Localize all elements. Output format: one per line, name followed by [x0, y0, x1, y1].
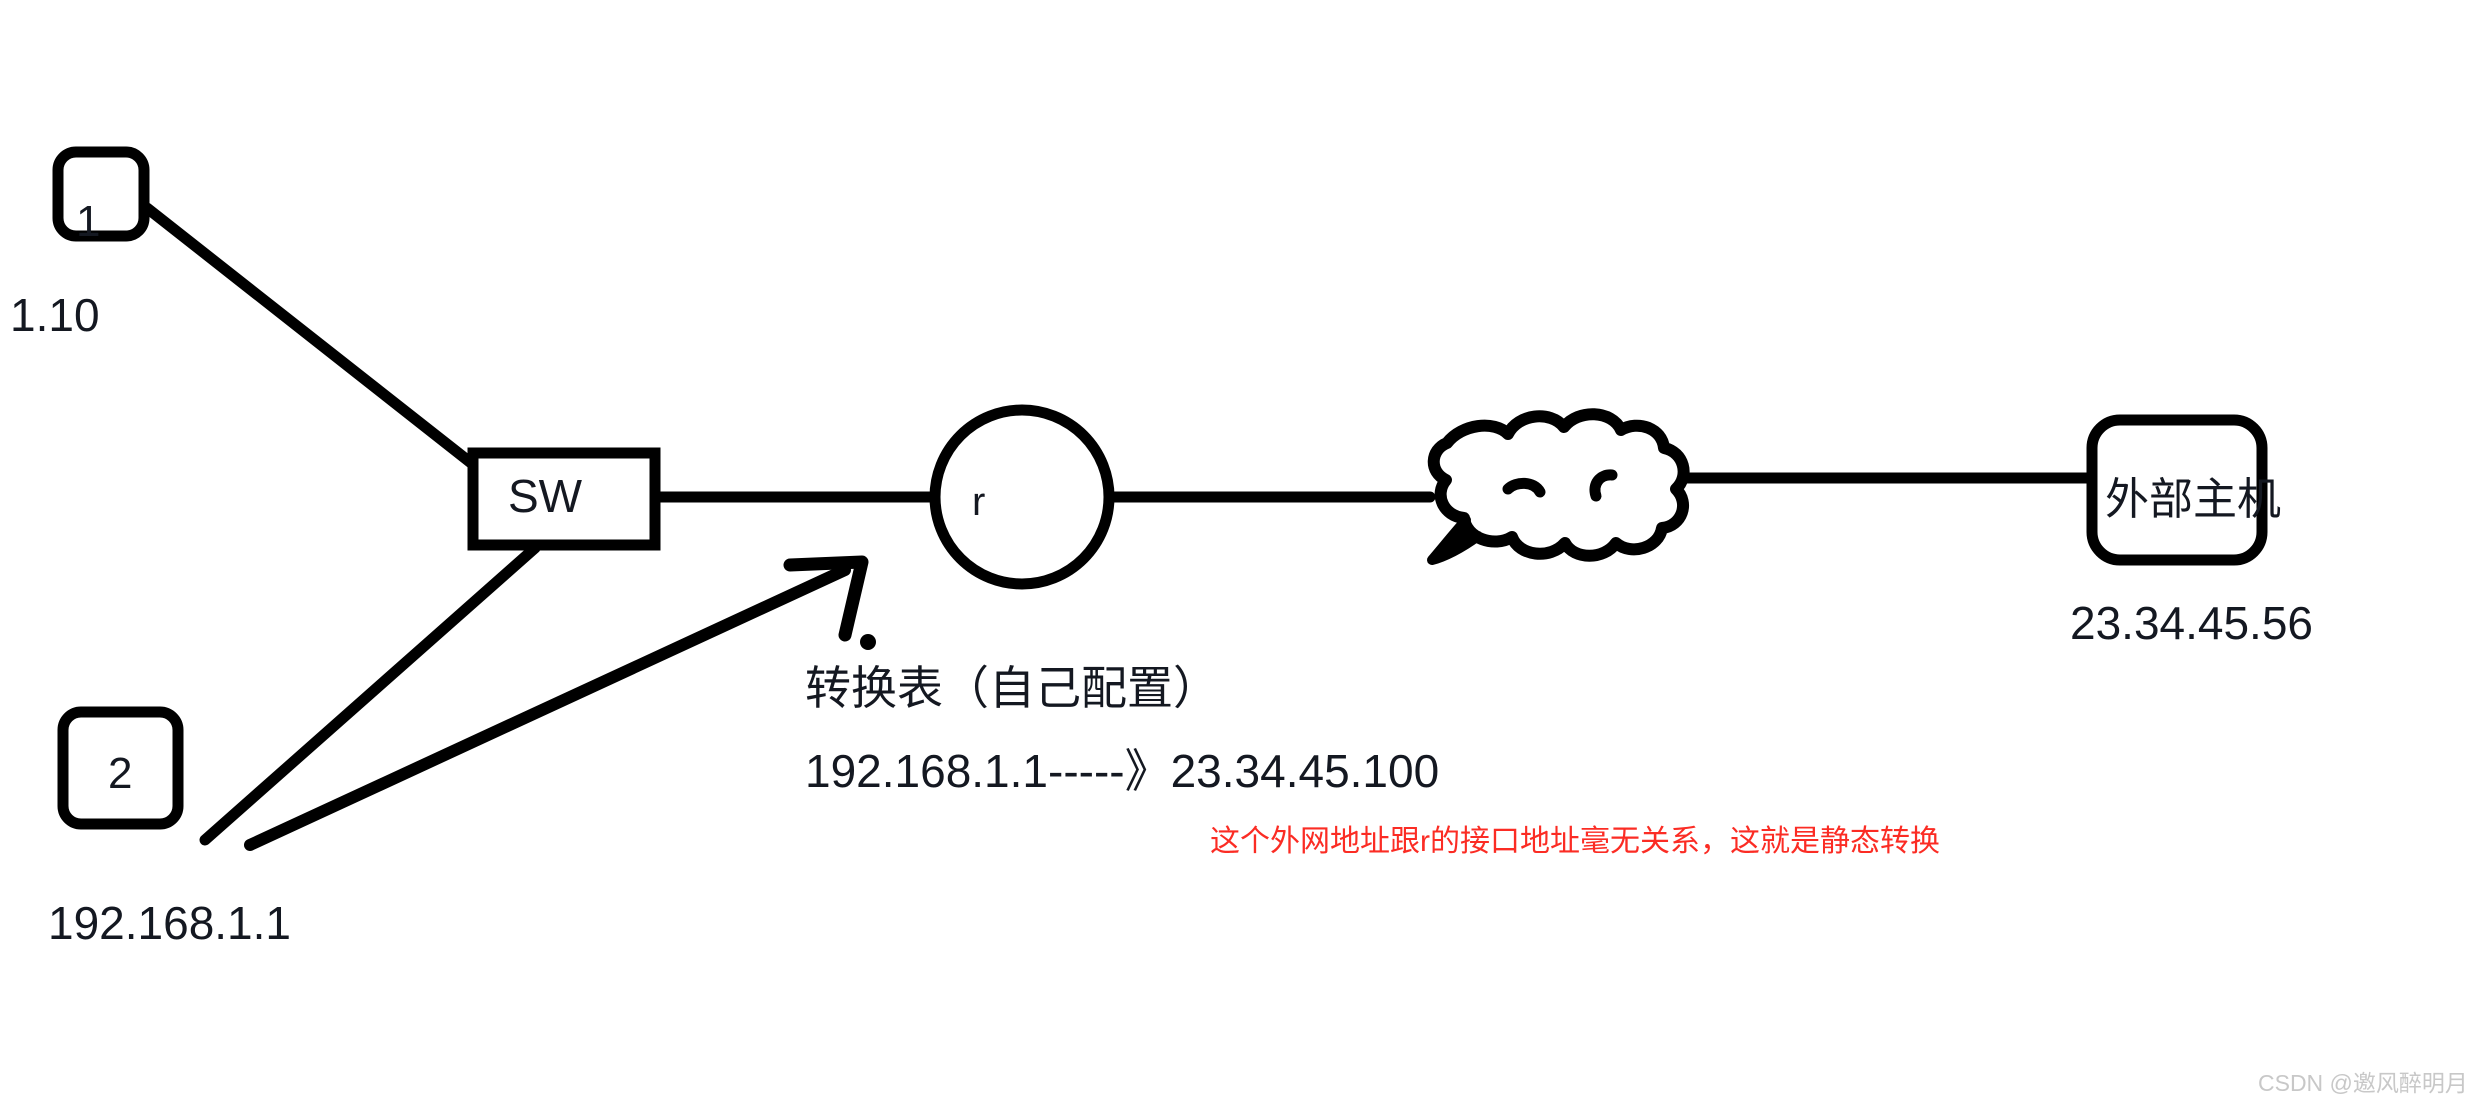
external-host-label: 外部主机	[2105, 475, 2281, 524]
node-host2[interactable]	[57, 706, 184, 830]
node-internet-cloud[interactable]	[1427, 408, 1690, 565]
switch-label: SW	[508, 470, 583, 522]
edge-host2-switch	[199, 542, 541, 846]
pointer-dot	[860, 634, 876, 650]
node-router[interactable]	[929, 404, 1115, 590]
host2-ip-label: 192.168.1.1	[48, 897, 292, 949]
edge-host1-switch	[141, 202, 486, 476]
nat-table-title: 转换表（自己配置）	[805, 662, 1219, 714]
node-host1[interactable]	[52, 146, 150, 242]
host2-label: 2	[108, 749, 133, 798]
external-host-ip-label: 23.34.45.56	[2070, 597, 2314, 649]
host1-ip-label: 1.10	[10, 289, 100, 341]
csdn-watermark: CSDN @邀风醉明月	[2258, 1070, 2468, 1096]
red-annotation-note: 这个外网地址跟r的接口地址毫无关系，这就是静态转换	[1210, 825, 1940, 858]
nat-mapping-text: 192.168.1.1-----》23.34.45.100	[805, 745, 1440, 797]
host1-label: 1	[76, 197, 101, 246]
node-external-host[interactable]	[2086, 414, 2268, 566]
node-switch[interactable]	[467, 447, 661, 551]
router-label: r	[972, 480, 986, 524]
nat-table-pointer-arrow	[244, 555, 869, 851]
